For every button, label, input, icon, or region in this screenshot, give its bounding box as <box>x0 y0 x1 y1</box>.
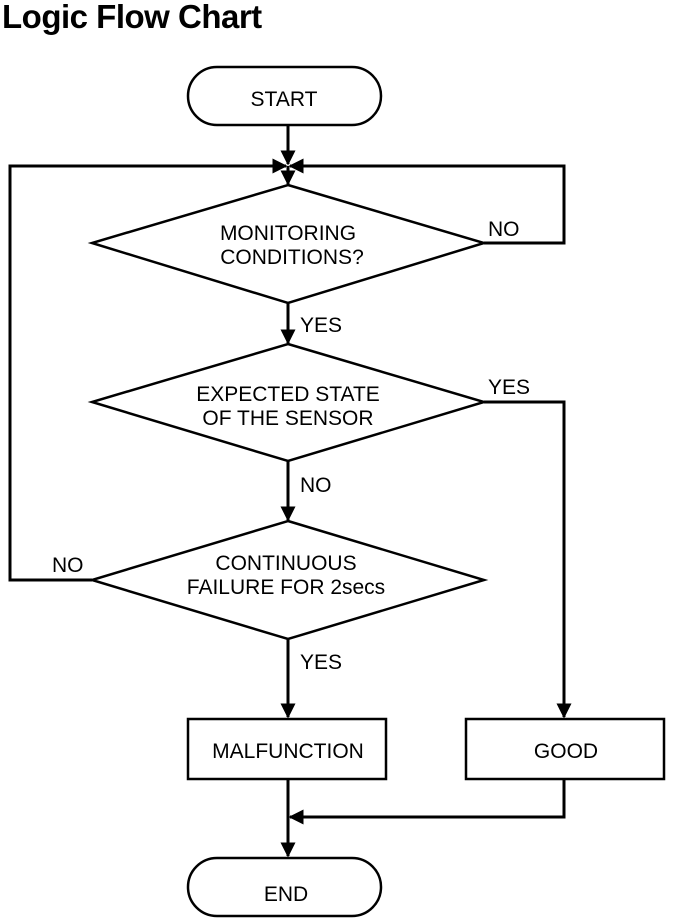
edge-expected-yes <box>484 400 572 719</box>
edge-label-monitoring-no: NO <box>488 218 520 241</box>
expected-label-line2: OF THE SENSOR <box>202 407 373 430</box>
malfunction-label: MALFUNCTION <box>212 740 364 763</box>
good-label: GOOD <box>534 740 598 763</box>
malfunction-box: MALFUNCTION <box>186 717 388 781</box>
edge-continuous-no-loop <box>8 158 288 582</box>
connectors <box>8 125 572 858</box>
monitoring-conditions-decision: MONITORING CONDITIONS? <box>87 183 489 305</box>
monitoring-label-line2: CONDITIONS? <box>220 246 364 269</box>
expected-state-decision: EXPECTED STATE OF THE SENSOR <box>87 342 489 463</box>
edge-good-to-end <box>288 779 566 825</box>
edge-label-expected-yes: YES <box>488 376 530 399</box>
edge-label-continuous-yes: YES <box>300 651 342 674</box>
start-terminal: START <box>186 65 383 127</box>
end-label: END <box>264 883 308 906</box>
continuous-label-line2: FAILURE FOR 2secs <box>187 576 385 599</box>
edge-label-expected-no: NO <box>300 474 332 497</box>
continuous-label-line1: CONTINUOUS <box>215 552 356 575</box>
start-label: START <box>251 88 318 111</box>
edge-label-continuous-no: NO <box>52 554 84 577</box>
expected-label-line1: EXPECTED STATE <box>196 383 380 406</box>
monitoring-label-line1: MONITORING <box>220 222 356 245</box>
continuous-failure-decision: CONTINUOUS FAILURE FOR 2secs <box>87 519 489 641</box>
good-box: GOOD <box>464 717 666 781</box>
edge-monitoring-no-loop <box>288 158 566 245</box>
end-terminal: END <box>186 856 383 918</box>
edge-label-monitoring-yes: YES <box>300 314 342 337</box>
page-title: Logic Flow Chart <box>2 0 262 35</box>
